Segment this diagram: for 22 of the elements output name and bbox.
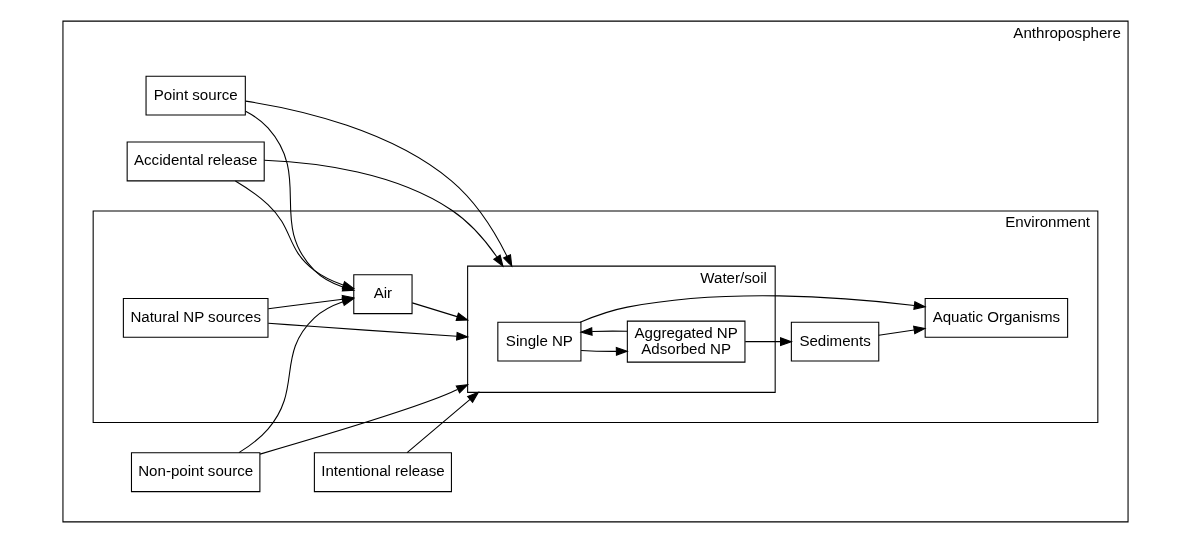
- arrow: [259, 383, 470, 455]
- arrow: [411, 302, 470, 321]
- node-box: Air: [353, 274, 413, 315]
- node-box: Aggregated NP Adsorbed NP: [626, 320, 746, 363]
- arrow: [580, 346, 629, 356]
- arrow: [878, 325, 927, 336]
- node-box: Accidental release: [126, 141, 265, 182]
- arrow: [579, 326, 628, 337]
- arrow: [579, 295, 927, 323]
- arrow: [263, 159, 504, 268]
- node-box: Aquatic Organisms: [924, 297, 1069, 338]
- node-box: Sediments: [790, 321, 880, 362]
- node-box: Non-point source: [130, 452, 261, 493]
- arrow: [406, 391, 480, 454]
- arrow: [238, 297, 355, 454]
- arrow: [267, 322, 470, 341]
- node-box: Point source: [145, 75, 246, 116]
- node-box: Single NP: [497, 321, 582, 362]
- arrow: [744, 337, 793, 347]
- node-box: Natural NP sources: [122, 297, 269, 338]
- arrow: [245, 100, 513, 268]
- node-box: Intentional release: [313, 452, 452, 493]
